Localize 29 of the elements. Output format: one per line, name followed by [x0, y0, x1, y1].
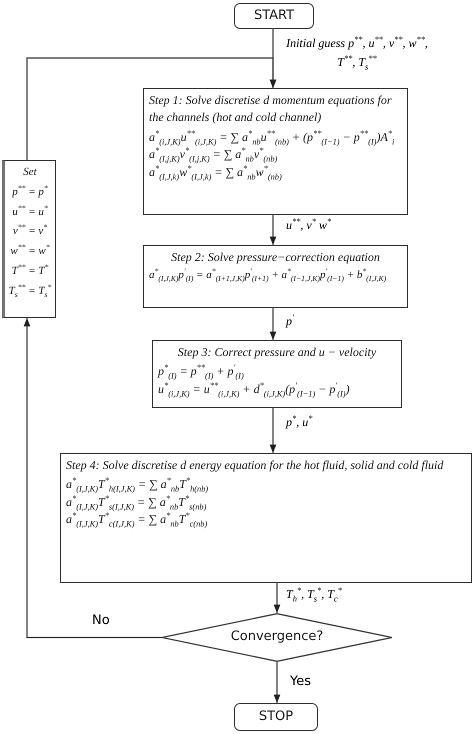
process-box: [143, 88, 408, 215]
equation: u$^{*}$$_{(i,J,K)}$ = u$^{**}$$_{(i,J,K)}$ + d$^{*}$$_{(i,J,K)}$(p$^{′}$$_{(I−1)}$ − p$^{′}$$_{(I)}$): [158, 380, 351, 398]
terminal-label: STOP: [258, 708, 294, 726]
equation: u$^{**}$ = u$^{*}$: [11, 202, 49, 220]
arrow: [26, 57, 276, 160]
equation: w$^{**}$ = w$^{*}$: [9, 242, 51, 260]
box-title: Set: [22, 165, 38, 180]
arrow: [270, 408, 276, 453]
arrow: [274, 662, 280, 703]
arrow: [274, 583, 280, 613]
step-title: Step 2: Solve pressure−correction equation: [170, 249, 381, 266]
terminal-label: START: [254, 6, 294, 25]
terminal-box: [234, 3, 314, 29]
equation: T$^{**}$ = T$^{*}$: [10, 262, 50, 279]
process-box: [143, 245, 408, 308]
arrow: [270, 215, 276, 245]
process-box: [152, 340, 402, 408]
terminal-box: [234, 703, 318, 731]
step-title: Step 4: Solve discretise d energy equation for the hot fluid, solid and cold fluid: [66, 457, 444, 474]
step-title: Step 3: Correct pressure and u − velocity: [176, 344, 378, 361]
decision-diamond: [162, 613, 392, 662]
equation: p$^{**}$ = p$^{*}$: [10, 182, 49, 200]
process-box: [2, 160, 56, 318]
process-box: [60, 453, 472, 583]
decision-label: Convergence?: [230, 628, 324, 646]
arrow: [24, 318, 162, 638]
equation: v$^{**}$ = v$^{*}$: [12, 222, 48, 240]
step-title: Step 1: Solve discretise d momentum equations for the channels (hot and cold channel): [149, 92, 393, 126]
arrow: [270, 308, 276, 340]
